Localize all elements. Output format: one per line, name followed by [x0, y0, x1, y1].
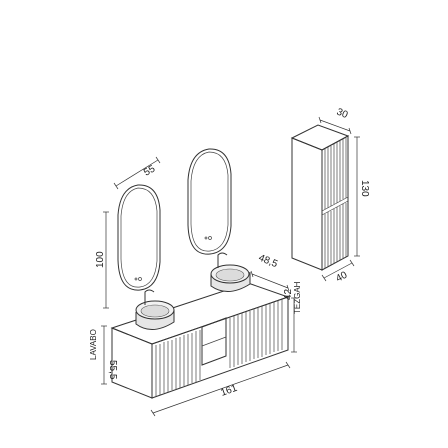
tall-width-dimension: 40 — [321, 259, 355, 285]
fluting-right-drawer — [229, 299, 283, 368]
counter-height-label: 42 — [283, 288, 294, 300]
mirror-left — [117, 184, 161, 291]
mirror-height-label: 100 — [95, 251, 106, 268]
fluting-tall-top — [324, 138, 347, 209]
vanity-width-label: 161 — [219, 383, 239, 399]
tall-height-dimension: 130 — [354, 136, 370, 257]
basin-height-label: 55,5 — [107, 360, 118, 380]
tall-depth-dimension: 30 — [318, 107, 352, 135]
cabinet-depth-label: 48,5 — [257, 253, 280, 271]
counter-height-dimension: 42 TEZGAH — [283, 281, 302, 353]
basin-label: LAVABO — [89, 329, 98, 360]
mirror-height-dimension: 100 — [95, 211, 109, 309]
basin-height-dimension: 55,5 LAVABO — [89, 325, 118, 385]
basin-left — [135, 289, 175, 330]
tall-cabinet — [290, 124, 350, 271]
cabinet-depth-dimension: 48,5 — [250, 253, 290, 292]
mirror-right — [187, 148, 232, 255]
tall-width-label: 40 — [334, 270, 349, 285]
mirror-width-label: 55 — [142, 163, 158, 178]
fluting-left-drawer — [155, 330, 201, 396]
vanity-cabinet — [110, 282, 290, 399]
fluting-tall-bottom — [324, 203, 347, 268]
basin-right — [210, 252, 251, 292]
mirror-width-dimension: 55 — [113, 156, 161, 190]
tall-depth-label: 30 — [335, 107, 350, 122]
tall-height-label: 130 — [359, 180, 370, 197]
counter-label: TEZGAH — [293, 281, 302, 314]
